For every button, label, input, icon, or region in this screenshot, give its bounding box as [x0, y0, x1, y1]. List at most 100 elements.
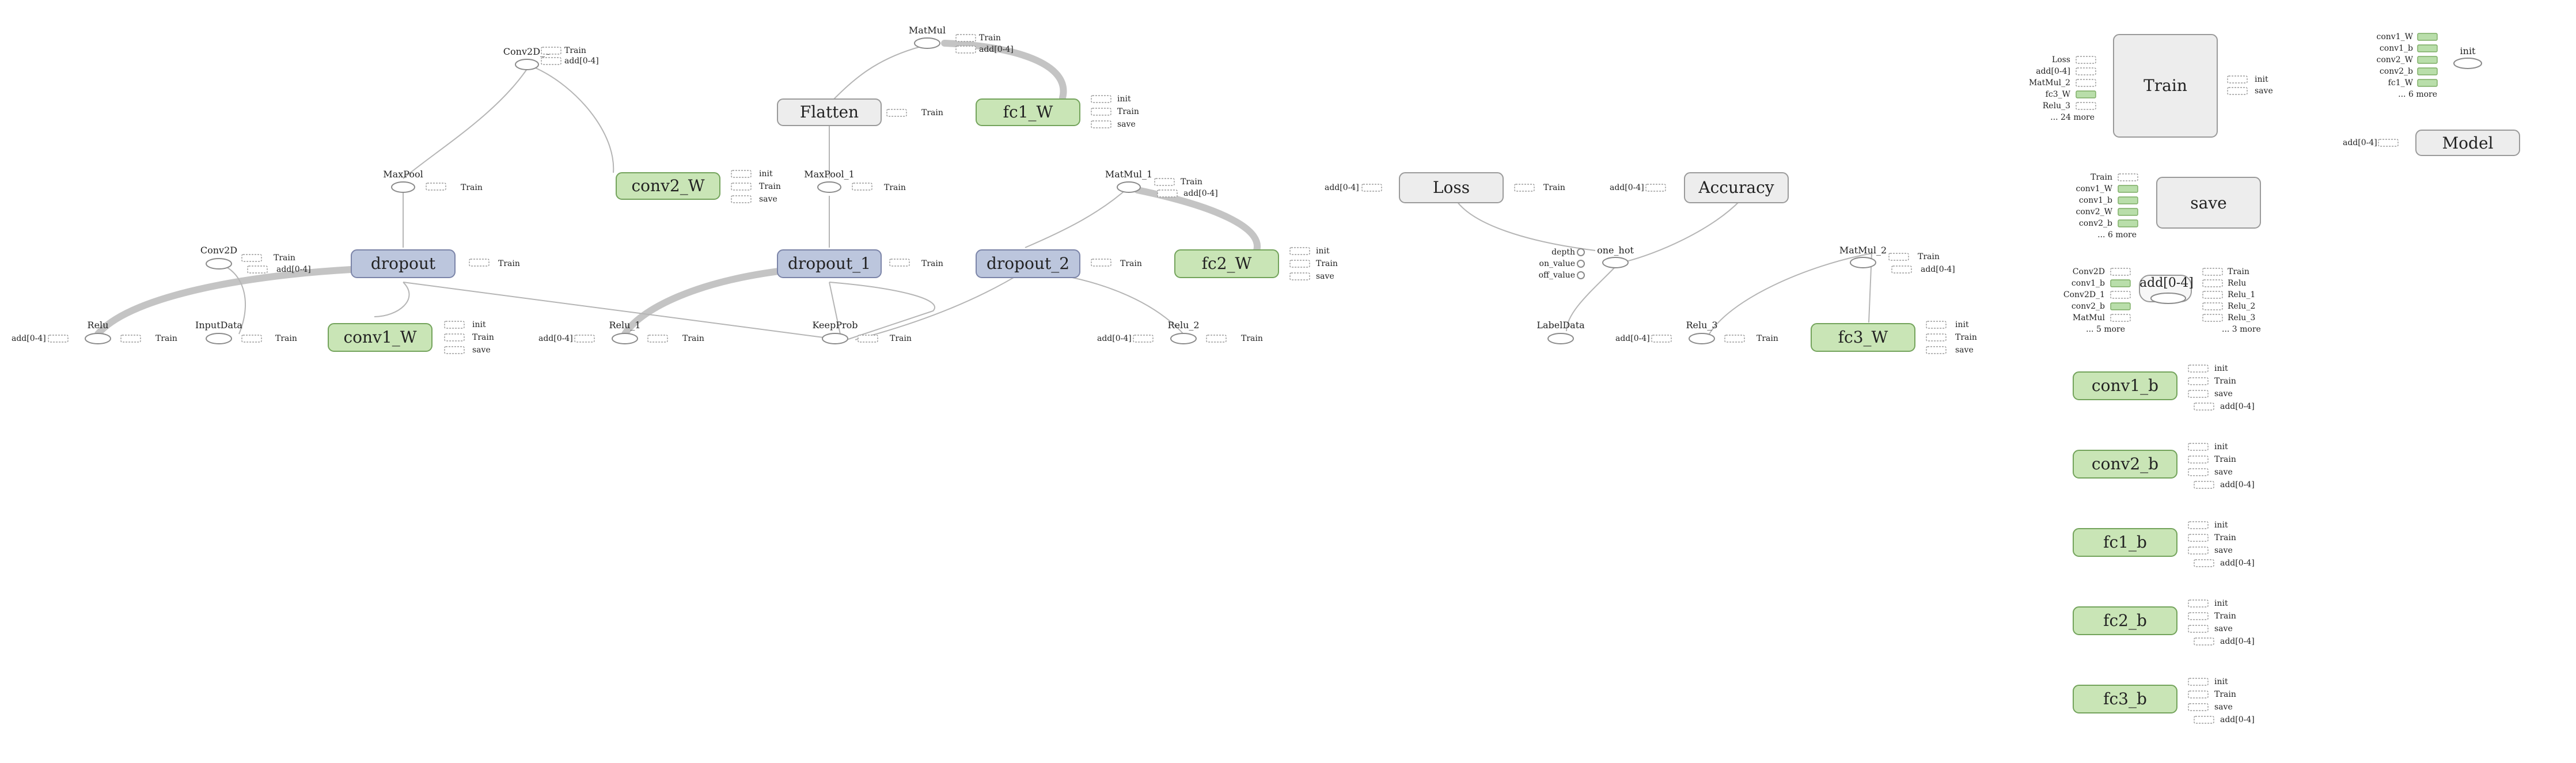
svg-text:dropout_1: dropout_1: [788, 254, 871, 273]
svg-text:init: init: [2255, 75, 2268, 84]
aux-add-node[interactable]: add[0-4] Conv2D conv1_b Conv2D_1 conv2_b…: [2063, 267, 2261, 334]
node-maxpool-1-op[interactable]: MaxPool_1 Train: [804, 169, 906, 193]
svg-text:Train: Train: [1918, 252, 1940, 261]
node-relu-3-op[interactable]: Relu_3 add[0-4] Train: [1615, 320, 1778, 344]
svg-text:Train: Train: [564, 46, 586, 55]
aux-conv1-b[interactable]: conv1_b init Train save add[0-4]: [2073, 364, 2255, 411]
node-conv2d-1-op[interactable]: Conv2D_1 Train add[0-4]: [503, 46, 599, 70]
svg-text:Train: Train: [884, 183, 906, 192]
node-one-hot-op[interactable]: one_hot depth on_value off_value: [1539, 245, 1634, 280]
svg-text:Train: Train: [498, 259, 520, 268]
svg-text:one_hot: one_hot: [1597, 245, 1634, 256]
svg-text:MaxPool_1: MaxPool_1: [804, 169, 855, 180]
node-fc2-w[interactable]: fc2_W init Train save: [1174, 246, 1338, 281]
svg-text:add[0-4]: add[0-4]: [2036, 67, 2070, 76]
aux-model-node[interactable]: Model add[0-4]: [2343, 130, 2520, 156]
svg-text:Conv2D: Conv2D: [200, 245, 237, 256]
svg-text:Train: Train: [461, 183, 483, 192]
svg-text:Train: Train: [2214, 533, 2236, 542]
save-input-list: Train conv1_W conv1_b conv2_W conv2_b ..…: [2076, 173, 2138, 240]
node-conv2d-op[interactable]: Conv2D Train add[0-4]: [200, 245, 311, 274]
node-keepprob-op[interactable]: KeepProb Train: [813, 320, 912, 344]
node-labeldata-op[interactable]: LabelData: [1537, 320, 1585, 344]
svg-text:MatMul_2: MatMul_2: [2029, 78, 2070, 88]
svg-text:Train: Train: [155, 334, 177, 343]
train-input-list: Loss add[0-4] MatMul_2 fc3_W Relu_3 ... …: [2029, 55, 2096, 122]
svg-text:... 3 more: ... 3 more: [2222, 325, 2261, 334]
svg-text:conv2_W: conv2_W: [2076, 207, 2113, 217]
node-flatten[interactable]: Flatten Train: [777, 98, 943, 126]
svg-text:init: init: [1955, 320, 1969, 329]
node-relu-op[interactable]: Relu add[0-4] Train: [12, 320, 177, 344]
svg-text:Train: Train: [274, 253, 295, 263]
svg-text:... 24 more: ... 24 more: [2050, 113, 2095, 122]
aux-conv2-b[interactable]: conv2_b init Train save add[0-4]: [2073, 442, 2255, 489]
svg-text:Relu_1: Relu_1: [2228, 290, 2255, 299]
svg-text:Relu_2: Relu_2: [1167, 320, 1199, 331]
add-output-list: Train Relu Relu_1 Relu_2 Relu_3 ... 3 mo…: [2202, 267, 2261, 334]
svg-text:Conv2D: Conv2D: [2073, 267, 2105, 276]
svg-text:init: init: [2214, 677, 2228, 686]
svg-text:add[0-4]: add[0-4]: [1325, 183, 1359, 192]
svg-text:add[0-4]: add[0-4]: [2220, 402, 2255, 411]
aux-save-node[interactable]: save Train conv1_W conv1_b conv2_W conv2…: [2076, 173, 2261, 240]
aux-init-node[interactable]: init conv1_W conv1_b conv2_W conv2_b fc1…: [2377, 32, 2482, 99]
aux-fc3-b[interactable]: fc3_b init Train save add[0-4]: [2073, 677, 2255, 724]
svg-text:conv1_b: conv1_b: [2072, 279, 2105, 288]
svg-text:init: init: [1117, 94, 1131, 104]
svg-text:Train: Train: [472, 333, 494, 342]
svg-text:init: init: [759, 169, 773, 179]
aux-fc1-b[interactable]: fc1_b init Train save add[0-4]: [2073, 521, 2255, 568]
svg-text:Train: Train: [1756, 334, 1778, 343]
svg-text:Relu_3: Relu_3: [2228, 313, 2255, 322]
svg-text:add[0-4]: add[0-4]: [1183, 189, 1218, 198]
svg-text:conv2_b: conv2_b: [2072, 302, 2105, 311]
svg-text:conv2_W: conv2_W: [2377, 55, 2414, 64]
svg-text:InputData: InputData: [195, 320, 242, 331]
svg-text:save: save: [2214, 703, 2233, 712]
svg-text:Loss: Loss: [2052, 55, 2070, 64]
svg-text:add[0-4]: add[0-4]: [2220, 637, 2255, 646]
svg-text:dropout_2: dropout_2: [987, 254, 1069, 273]
node-matmul-2-op[interactable]: MatMul_2 Train add[0-4]: [1839, 245, 1955, 274]
svg-text:Flatten: Flatten: [800, 103, 859, 122]
aux-fc2-b[interactable]: fc2_b init Train save add[0-4]: [2073, 599, 2255, 646]
init-input-list: conv1_W conv1_b conv2_W conv2_b fc1_W ..…: [2377, 32, 2438, 99]
node-accuracy[interactable]: Accuracy add[0-4]: [1610, 172, 1789, 203]
svg-text:Train: Train: [1117, 107, 1139, 116]
node-loss[interactable]: Loss add[0-4] Train: [1325, 172, 1565, 203]
svg-text:save: save: [2214, 546, 2233, 555]
svg-text:Train: Train: [2228, 267, 2249, 276]
edges: [94, 40, 1872, 340]
svg-text:off_value: off_value: [1539, 271, 1575, 280]
svg-text:fc1_b: fc1_b: [2103, 533, 2147, 552]
node-maxpool-op[interactable]: MaxPool Train: [383, 169, 483, 193]
svg-text:add[0-4]: add[0-4]: [1921, 265, 1955, 274]
node-conv2-w[interactable]: conv2_W init Train save: [616, 169, 781, 204]
node-inputdata-op[interactable]: InputData Train: [195, 320, 297, 344]
svg-text:MatMul: MatMul: [2073, 313, 2105, 322]
svg-text:save: save: [759, 195, 777, 204]
node-relu-1-op[interactable]: Relu_1 add[0-4] Train: [538, 320, 704, 344]
node-dropout-1[interactable]: dropout_1 Train: [777, 249, 943, 278]
svg-text:add[0-4]: add[0-4]: [2139, 276, 2194, 290]
node-fc1-w[interactable]: fc1_W init Train save: [976, 94, 1139, 129]
svg-text:Train: Train: [2214, 690, 2236, 699]
node-relu-2-op[interactable]: Relu_2 add[0-4] Train: [1097, 320, 1263, 344]
svg-text:add[0-4]: add[0-4]: [1610, 183, 1644, 192]
svg-text:Model: Model: [2442, 134, 2494, 153]
svg-text:init: init: [1316, 246, 1330, 256]
node-dropout-2[interactable]: dropout_2 Train: [976, 249, 1142, 278]
node-conv1-w[interactable]: conv1_W init Train save: [328, 320, 494, 355]
node-fc3-w[interactable]: fc3_W init Train save: [1811, 320, 1977, 355]
svg-text:Train: Train: [1316, 259, 1338, 268]
svg-text:Relu_2: Relu_2: [2228, 302, 2255, 311]
svg-text:Train: Train: [1241, 334, 1263, 343]
aux-train-node[interactable]: Train Loss add[0-4] MatMul_2 fc3_W Relu_…: [2029, 34, 2273, 138]
node-matmul-1-op[interactable]: MatMul_1 Train add[0-4]: [1105, 169, 1218, 198]
svg-text:add[0-4]: add[0-4]: [12, 334, 46, 343]
node-matmul-op[interactable]: MatMul Train add[0-4]: [909, 25, 1014, 54]
svg-text:add[0-4]: add[0-4]: [1097, 334, 1132, 343]
node-dropout[interactable]: dropout Train: [351, 249, 520, 278]
